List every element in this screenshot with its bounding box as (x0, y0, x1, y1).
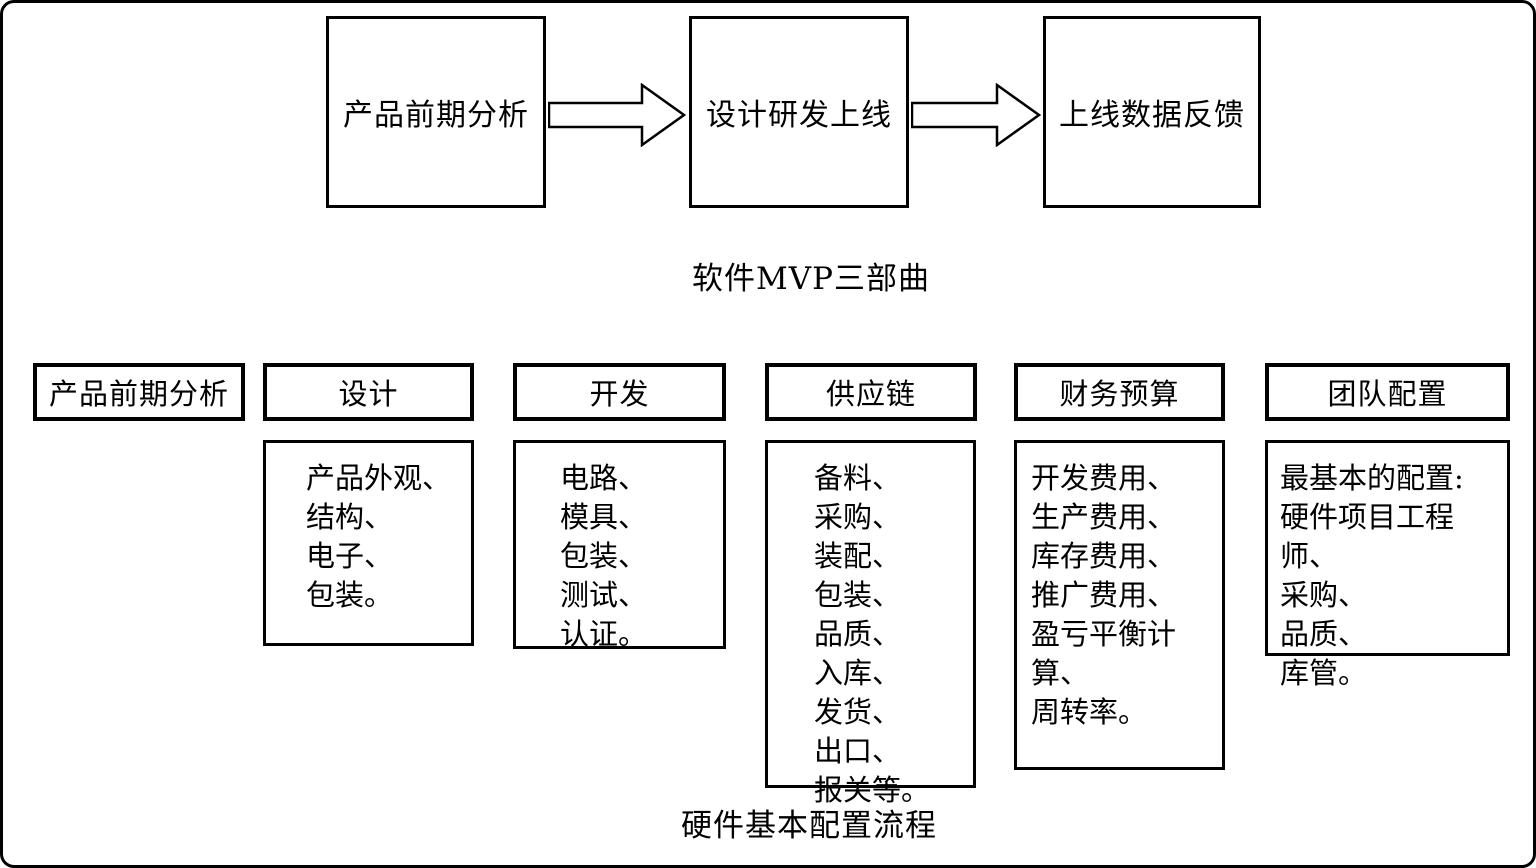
column-header-label: 供应链 (825, 377, 916, 411)
right-arrow-icon (910, 82, 1042, 151)
column-content-supply-chain: 备料、 采购、 装配、 包装、 品质、 入库、 发货、 出口、 报关等。 (765, 440, 976, 807)
list-item: 结构、 (306, 500, 394, 534)
column-header-development: 开发 (513, 363, 726, 421)
flow-step-label: 上线数据反馈 (1059, 98, 1245, 133)
list-item: 报关等。 (814, 773, 931, 807)
list-item: 包装、 (560, 539, 648, 573)
list-item: 入库、 (814, 656, 902, 690)
column-header-finance-budget: 财务预算 (1014, 363, 1225, 421)
list-item: 盈亏平衡计算、 (1031, 617, 1177, 690)
hardware-flow-caption: 硬件基本配置流程 (681, 808, 937, 844)
flow-step-product-analysis: 产品前期分析 (326, 16, 546, 208)
list-item: 硬件项目工程师、 (1280, 500, 1455, 573)
list-item: 认证。 (560, 617, 648, 651)
list-item: 最基本的配置: (1280, 461, 1464, 495)
column-content-design: 产品外观、 结构、 电子、 包装。 (263, 440, 474, 646)
flow-step-label: 设计研发上线 (706, 98, 892, 133)
list-item: 生产费用、 (1031, 500, 1177, 534)
column-content-development: 电路、 模具、 包装、 测试、 认证。 (513, 440, 726, 651)
column-content-finance-budget: 开发费用、 生产费用、 库存费用、 推广费用、 盈亏平衡计算、 周转率。 (1014, 440, 1225, 770)
column-header-product-analysis: 产品前期分析 (33, 363, 245, 421)
column-content-team-setup: 最基本的配置: 硬件项目工程师、 采购、 品质、 库管。 (1265, 440, 1510, 690)
flow-step-label: 产品前期分析 (343, 98, 529, 133)
list-item: 开发费用、 (1031, 461, 1177, 495)
list-item: 包装、 (814, 578, 902, 612)
list-item: 电路、 (560, 461, 648, 495)
list-item: 测试、 (560, 578, 648, 612)
column-header-label: 开发 (589, 377, 650, 411)
column-header-label: 产品前期分析 (48, 377, 229, 411)
list-item: 模具、 (560, 500, 648, 534)
column-header-supply-chain: 供应链 (765, 363, 977, 421)
list-item: 库存费用、 (1031, 539, 1177, 573)
list-item: 推广费用、 (1031, 578, 1177, 612)
list-item: 装配、 (814, 539, 902, 573)
list-item: 备料、 (814, 461, 902, 495)
list-item: 采购、 (1280, 578, 1368, 612)
flow-step-design-launch: 设计研发上线 (689, 16, 909, 208)
right-arrow-icon (547, 82, 687, 151)
software-flow-caption: 软件MVP三部曲 (692, 261, 930, 297)
column-header-label: 财务预算 (1059, 377, 1180, 411)
list-item: 产品外观、 (306, 461, 452, 495)
list-item: 周转率。 (1031, 695, 1148, 729)
column-header-design: 设计 (263, 363, 474, 421)
list-item: 发货、 (814, 695, 902, 729)
list-item: 电子、 (306, 539, 394, 573)
list-item: 出口、 (814, 734, 902, 768)
flow-step-data-feedback: 上线数据反馈 (1043, 16, 1261, 208)
column-header-label: 设计 (338, 377, 399, 411)
list-item: 品质、 (1280, 617, 1368, 651)
column-header-label: 团队配置 (1327, 377, 1448, 411)
list-item: 采购、 (814, 500, 902, 534)
column-header-team-setup: 团队配置 (1265, 363, 1510, 421)
list-item: 包装。 (306, 578, 394, 612)
list-item: 品质、 (814, 617, 902, 651)
list-item: 库管。 (1280, 656, 1368, 690)
